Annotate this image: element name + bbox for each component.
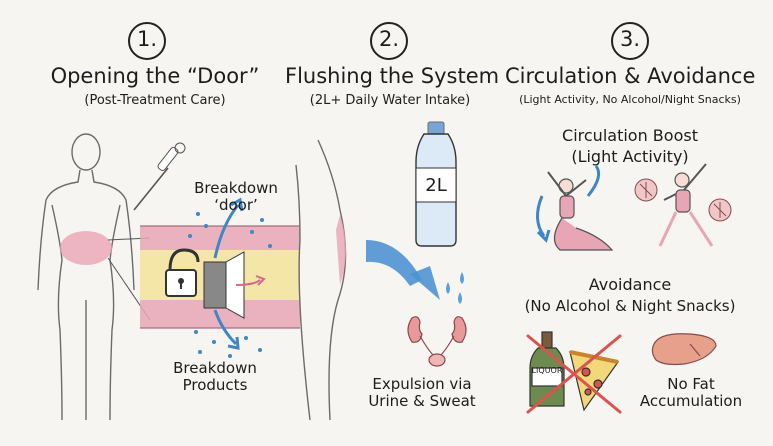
step-2-circle bbox=[370, 22, 408, 60]
avoidance-subtitle: (No Alcohol & Night Snacks) bbox=[524, 297, 736, 315]
exercise-figure-right-icon bbox=[658, 163, 714, 247]
step-3-title: Circulation & Avoidance bbox=[505, 64, 756, 88]
needle-tool-icon bbox=[133, 142, 186, 211]
step-2-number: 2. bbox=[378, 27, 400, 51]
step-2-subtitle: (2L+ Daily Water Intake) bbox=[309, 93, 471, 108]
unlocked-padlock-icon bbox=[165, 248, 200, 297]
arrow-up-blue bbox=[213, 204, 240, 259]
flow-arrow-blue bbox=[366, 240, 422, 286]
label-breakdown-door: Breakdown ‘door’ bbox=[194, 179, 278, 215]
door-icon bbox=[203, 251, 245, 319]
label-breakdown-products: Breakdown Products bbox=[173, 359, 257, 395]
circulation-title: Circulation Boost bbox=[562, 126, 698, 145]
torso-treatment-area bbox=[336, 215, 346, 285]
arrow-circ-right bbox=[586, 165, 601, 197]
kidneys-icon bbox=[407, 316, 467, 367]
torso-outline-icon bbox=[295, 139, 347, 421]
breakdown-particles bbox=[188, 212, 272, 358]
water-drops-icon bbox=[446, 272, 464, 304]
cell-icon-top bbox=[634, 178, 658, 202]
step-2-title: Flushing the System bbox=[285, 64, 500, 88]
step-3-number: 3. bbox=[619, 27, 641, 51]
circulation-subtitle: (Light Activity) bbox=[571, 147, 689, 166]
treatment-area-highlight bbox=[60, 231, 112, 265]
liquor-bottle-icon bbox=[529, 331, 565, 407]
avoidance-title: Avoidance bbox=[588, 275, 672, 294]
arrow-circ-left bbox=[536, 195, 546, 237]
arrow-down-blue bbox=[213, 309, 238, 346]
step-3-circle bbox=[611, 22, 649, 60]
exercise-figure-left-icon bbox=[547, 171, 614, 251]
pizza-slice-icon bbox=[569, 350, 620, 412]
cell-icon-bottom bbox=[708, 198, 732, 222]
step-3-subtitle: (Light Activity, No Alcohol/Night Snacks… bbox=[519, 93, 741, 106]
label-expulsion: Expulsion via Urine & Sweat bbox=[368, 375, 476, 411]
step-1-subtitle: (Post-Treatment Care) bbox=[84, 93, 226, 108]
liver-icon bbox=[651, 333, 717, 366]
step-1-title: Opening the “Door” bbox=[50, 64, 260, 88]
liquor-label: LIQUOR bbox=[531, 366, 563, 375]
water-bottle-icon bbox=[415, 121, 457, 247]
step-1-circle bbox=[128, 22, 166, 60]
exit-arrow-pink bbox=[235, 279, 261, 286]
bottle-label: 2L bbox=[425, 175, 447, 196]
forbidden-cross-icon bbox=[526, 334, 622, 414]
step-1-number: 1. bbox=[136, 27, 158, 51]
label-no-fat: No Fat Accumulation bbox=[639, 375, 743, 411]
